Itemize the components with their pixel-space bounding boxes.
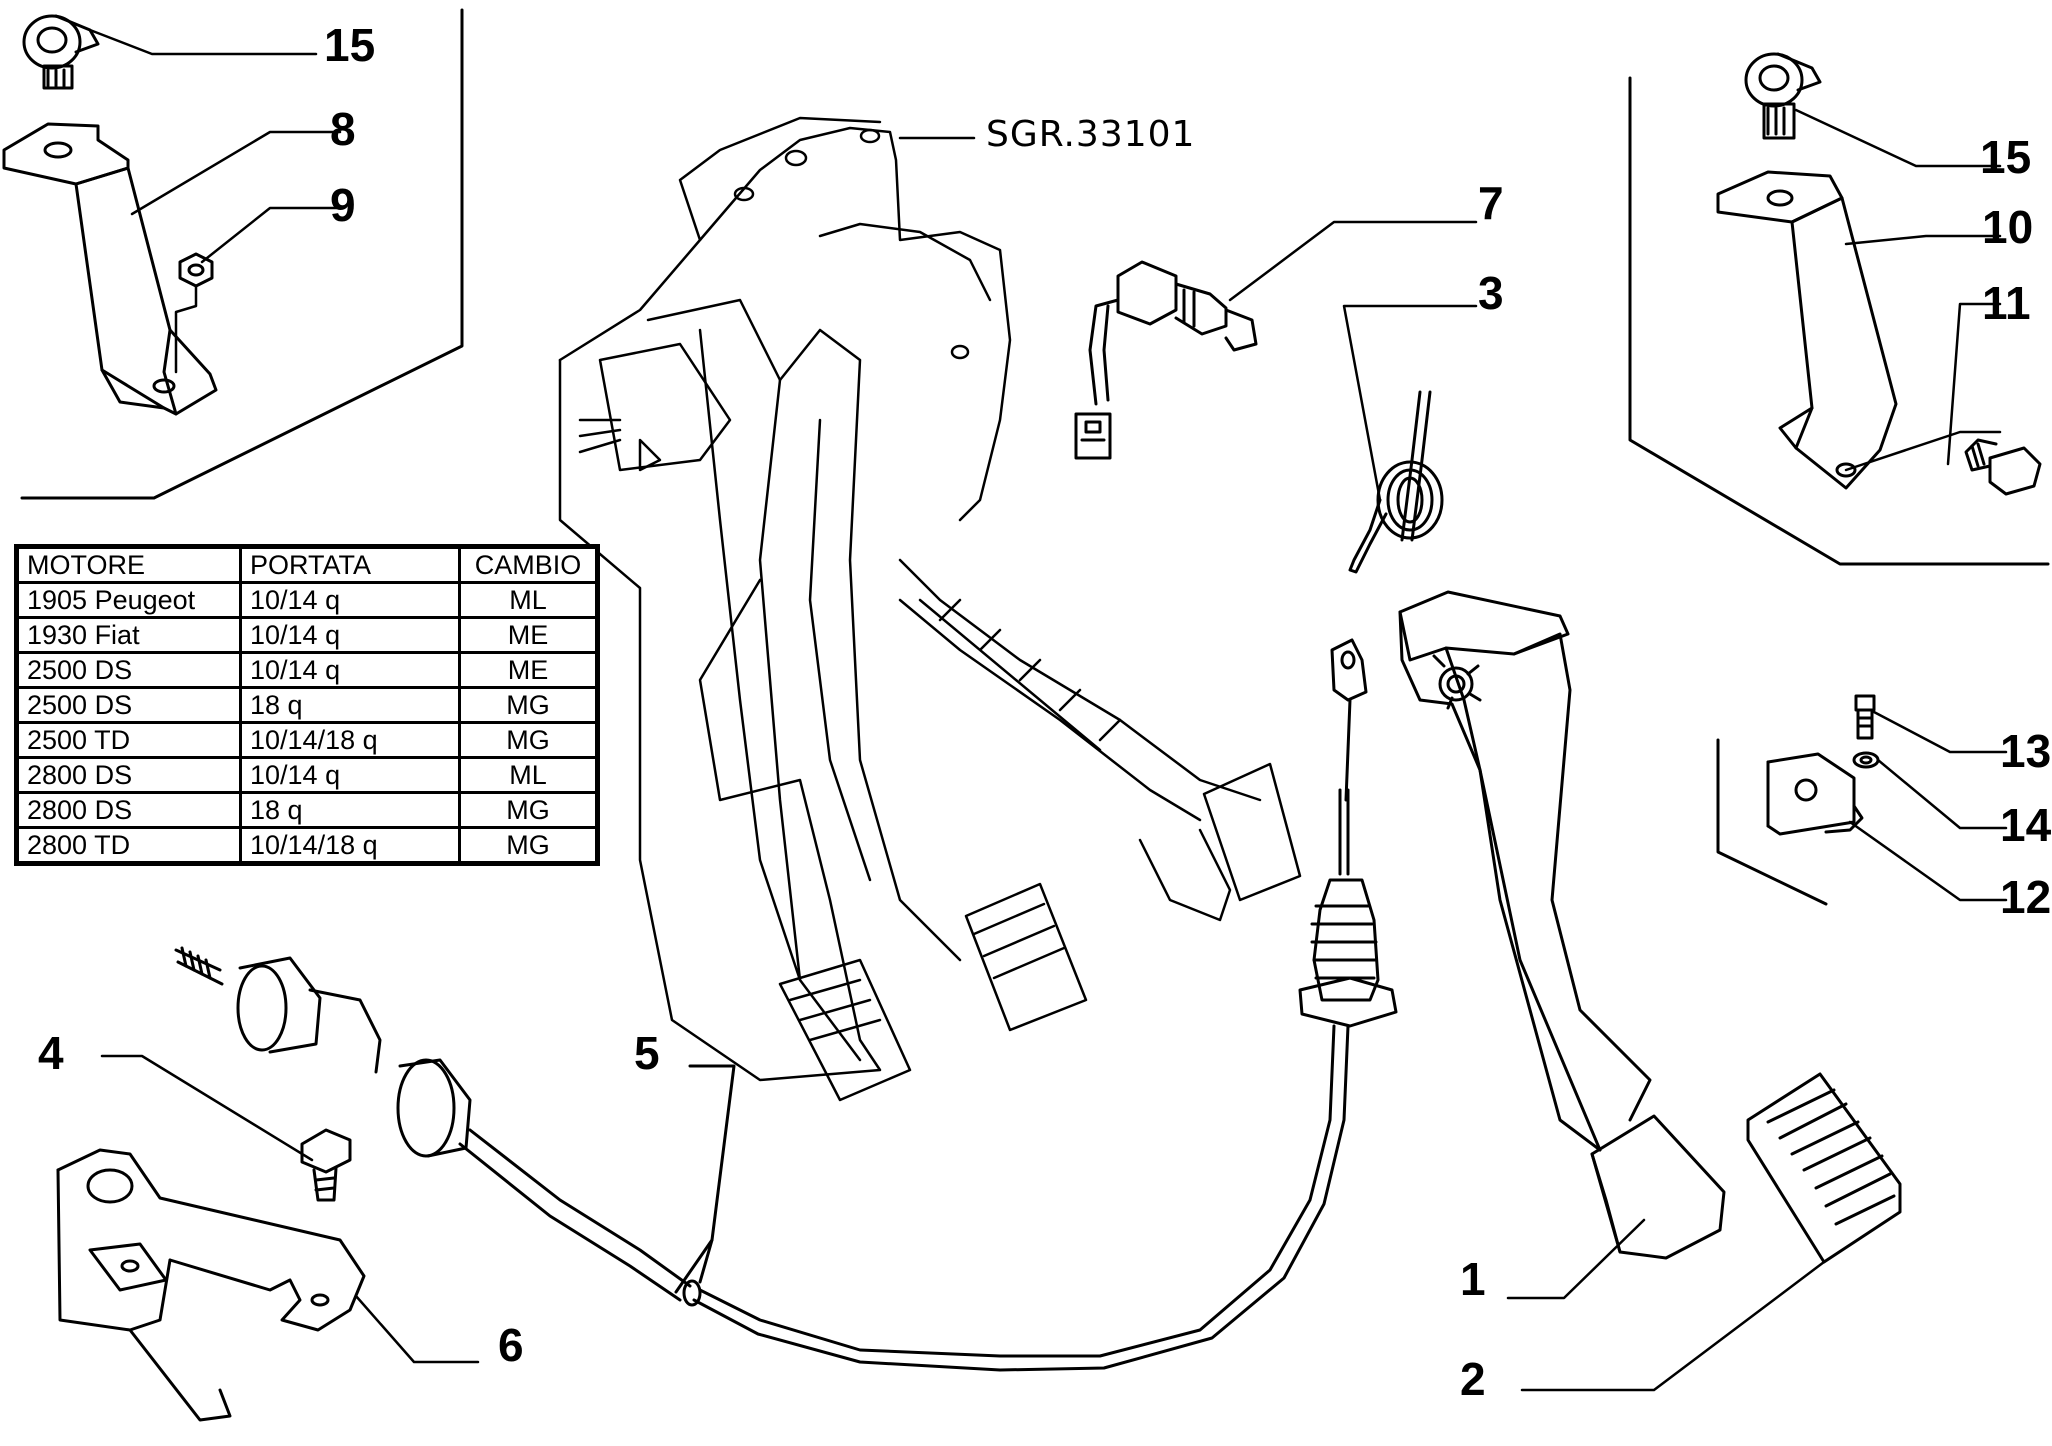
part-14-washer xyxy=(1852,751,1880,769)
inset-frame-right-middle xyxy=(1716,738,1828,906)
header-motore: MOTORE xyxy=(15,545,242,584)
table-row: 2500 TD 10/14/18 q MG xyxy=(15,721,599,759)
part-13-screw xyxy=(1854,694,1876,740)
table-row: 2800 DS 18 q MG xyxy=(15,791,599,829)
pedal-pad-right xyxy=(1202,762,1302,902)
part-7-switch xyxy=(1074,260,1258,460)
cell-cambio: MG xyxy=(458,826,599,865)
cell-cambio: ME xyxy=(458,651,599,689)
cell-portata: 10/14 q xyxy=(239,581,461,619)
part-1-clutch-pedal xyxy=(1398,590,1726,1260)
cell-portata: 18 q xyxy=(239,686,461,724)
table-header-row: MOTORE PORTATA CAMBIO xyxy=(15,545,599,584)
part-10-bracket xyxy=(1716,170,1898,490)
cell-cambio: MG xyxy=(458,721,599,759)
part-12-block xyxy=(1766,752,1864,836)
callout-6: 6 xyxy=(498,1319,524,1371)
callout-7: 7 xyxy=(1478,177,1504,229)
callout-13: 13 xyxy=(2000,725,2052,777)
pedal-pad-middle xyxy=(964,882,1088,1032)
cell-portata: 10/14 q xyxy=(239,756,461,794)
part-9-nut xyxy=(178,252,214,288)
callout-14: 14 xyxy=(2000,799,2052,851)
table-row: 2500 DS 10/14 q ME xyxy=(15,651,599,689)
cell-motore: 1930 Fiat xyxy=(15,616,242,654)
cell-portata: 10/14 q xyxy=(239,616,461,654)
part-8-bracket xyxy=(2,122,218,416)
cell-motore: 2500 DS xyxy=(15,686,242,724)
cell-portata: 10/14/18 q xyxy=(239,826,461,865)
cell-motore: 2800 TD xyxy=(15,826,242,865)
table-row: 2500 DS 18 q MG xyxy=(15,686,599,724)
cell-cambio: MG xyxy=(458,686,599,724)
inset-frame-top-right xyxy=(1628,76,2050,566)
callout-11: 11 xyxy=(1982,277,2031,329)
callout-9: 9 xyxy=(330,179,356,231)
cell-motore: 2500 TD xyxy=(15,721,242,759)
cell-cambio: ME xyxy=(458,616,599,654)
callout-15-left: 15 xyxy=(324,19,376,71)
part-11-bolt xyxy=(1964,438,2042,496)
cell-cambio: ML xyxy=(458,581,599,619)
cell-motore: 1905 Peugeot xyxy=(15,581,242,619)
callout-12: 12 xyxy=(2000,871,2052,923)
part-3-spring xyxy=(1348,390,1444,574)
part-2-pedal-rubber xyxy=(1746,1072,1902,1264)
callout-15-right: 15 xyxy=(1980,131,2032,183)
callout-1: 1 xyxy=(1460,1253,1486,1305)
cell-motore: 2800 DS xyxy=(15,791,242,829)
spec-table: MOTORE PORTATA CAMBIO 1905 Peugeot 10/14… xyxy=(14,544,600,866)
header-cambio: CAMBIO xyxy=(458,545,599,584)
part-6-bracket xyxy=(56,1148,366,1422)
inset-frame-top-left xyxy=(20,8,464,500)
table-row: 2800 DS 10/14 q ML xyxy=(15,756,599,794)
header-portata: PORTATA xyxy=(239,545,461,584)
part-15-clip-right xyxy=(1744,52,1822,140)
callout-2: 2 xyxy=(1460,1353,1486,1405)
callout-4: 4 xyxy=(38,1027,64,1079)
pedal-box-assembly xyxy=(558,116,1302,1102)
cell-motore: 2500 DS xyxy=(15,651,242,689)
part-5-cable xyxy=(174,638,1398,1372)
part-4-bolt xyxy=(300,1128,352,1202)
cell-motore: 2800 DS xyxy=(15,756,242,794)
callout-8: 8 xyxy=(330,103,356,155)
callout-5: 5 xyxy=(634,1027,660,1079)
cell-portata: 10/14/18 q xyxy=(239,721,461,759)
cell-portata: 18 q xyxy=(239,791,461,829)
leader-lines xyxy=(88,28,2008,1392)
callout-3: 3 xyxy=(1478,267,1504,319)
table-row: 2800 TD 10/14/18 q MG xyxy=(15,826,599,865)
part-15-clip-left xyxy=(22,14,100,90)
pedal-pad-left xyxy=(778,958,912,1102)
cell-portata: 10/14 q xyxy=(239,651,461,689)
table-row: 1905 Peugeot 10/14 q ML xyxy=(15,581,599,619)
cell-cambio: MG xyxy=(458,791,599,829)
table-row: 1930 Fiat 10/14 q ME xyxy=(15,616,599,654)
callout-10: 10 xyxy=(1982,201,2034,253)
reference-code: SGR.33101 xyxy=(986,114,1196,155)
cell-cambio: ML xyxy=(458,756,599,794)
